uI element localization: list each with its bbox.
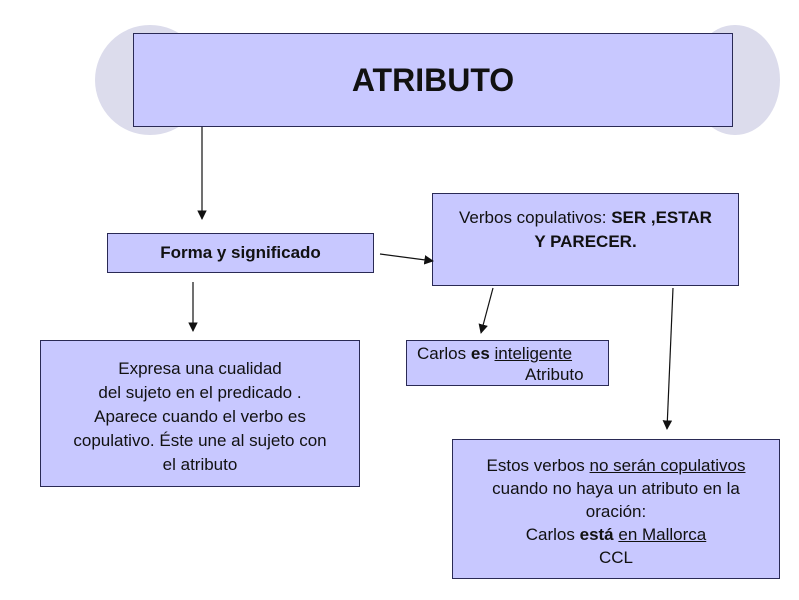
forma-label: Forma y significado <box>160 243 321 262</box>
expresa-line: copulativo. Éste une al sujeto con <box>73 431 327 450</box>
expresa-box: Expresa una cualidad del sujeto en el pr… <box>40 340 360 487</box>
example-attribute: inteligente <box>494 344 573 363</box>
arrow-verbos-to-example <box>478 287 494 334</box>
estos-ex-complement: en Mallorca <box>618 525 707 544</box>
expresa-line: Aparece cuando el verbo es <box>94 407 306 426</box>
estos-ex-verb: está <box>579 525 614 544</box>
verbos-copulativos-box: Verbos copulativos: SER ,ESTAR Y PARECER… <box>432 193 739 286</box>
verbos-bold-1: SER ,ESTAR <box>611 208 712 227</box>
estos-line2: cuando no haya un atributo en la <box>492 479 740 498</box>
verbos-prefix: Verbos copulativos: <box>459 208 612 227</box>
expresa-line: del sujeto en el predicado . <box>98 383 302 402</box>
example-tag: Atributo <box>525 365 584 384</box>
title-text: ATRIBUTO <box>351 61 515 98</box>
estos-underlined: no serán copulativos <box>589 456 746 475</box>
forma-significado-box: Forma y significado <box>107 233 374 273</box>
estos-line3: oración: <box>585 502 647 521</box>
title-box: ATRIBUTO <box>133 33 733 127</box>
estos-pre: Estos verbos <box>486 456 590 475</box>
expresa-line: Expresa una cualidad <box>118 359 282 378</box>
arrow-verbos-to-estos <box>662 287 674 430</box>
example-verb: es <box>470 344 490 363</box>
example-atributo-box: Carlos es inteligente Atributo <box>406 340 609 386</box>
arrow-forma-to-verbos <box>379 253 434 265</box>
verbos-bold-2: Y PARECER. <box>534 232 637 251</box>
expresa-line: el atributo <box>162 455 238 474</box>
estos-tag: CCL <box>598 548 633 567</box>
example-subject: Carlos <box>417 344 471 363</box>
estos-ex-subject: Carlos <box>525 525 580 544</box>
estos-verbos-box: Estos verbos no serán copulativos cuando… <box>452 439 780 579</box>
